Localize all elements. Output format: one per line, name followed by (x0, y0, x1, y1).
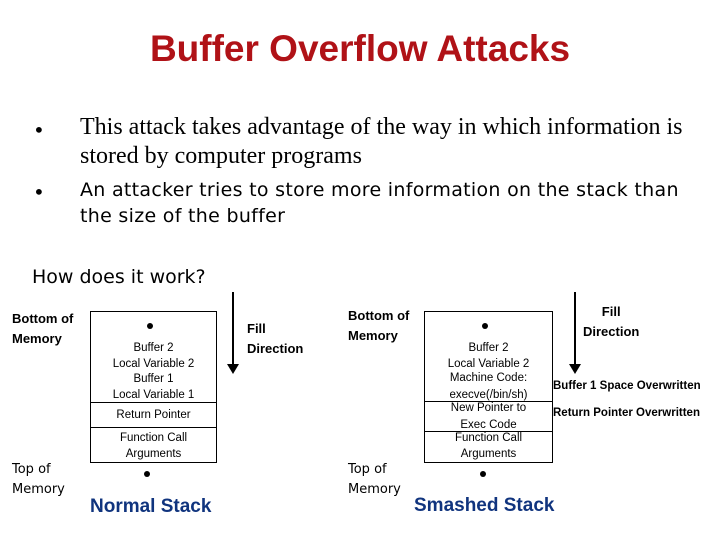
normal-cell-local-variable-2: Local Variable 2 (112, 358, 195, 370)
smashed-cell-arguments: Arguments (460, 448, 517, 460)
bullet-dot: • (33, 118, 45, 142)
normal-cell-return-pointer: Return Pointer (116, 409, 191, 421)
normal-fill-direction-label: Fill Direction (247, 319, 303, 359)
smashed-cell-buffer-2: Buffer 2 (468, 342, 509, 354)
label-line: Direction (583, 324, 640, 339)
normal-stack: Buffer 2 Local Variable 2 Buffer 1 Local… (90, 311, 217, 463)
bullet-dot: • (33, 180, 45, 204)
label-line: Top of (348, 462, 387, 477)
ellipsis-dot (482, 323, 488, 329)
ellipsis-dot (480, 471, 486, 477)
smashed-cell-function-call: Function Call (454, 432, 523, 444)
normal-cell-arguments: Arguments (125, 448, 182, 460)
smashed-bottom-of-memory-label: Bottom of Memory (348, 306, 409, 346)
arrow-down-icon-head (569, 364, 581, 374)
smashed-cell-exec-code: Exec Code (460, 419, 517, 431)
subheading: How does it work? (32, 266, 206, 288)
smashed-top-of-memory-label: Top of Memory (348, 460, 401, 500)
buffer-1-overwritten-note: Buffer 1 Space Overwritten (553, 380, 701, 392)
return-pointer-overwritten-note: Return Pointer Overwritten (553, 407, 700, 419)
stack-separator (425, 401, 552, 402)
arrow-down-icon (574, 292, 576, 366)
bullet-text-1: This attack takes advantage of the way i… (80, 114, 683, 169)
label-line: Memory (12, 331, 62, 346)
smashed-stack: Buffer 2 Local Variable 2 Machine Code: … (424, 311, 553, 463)
label-line: Memory (12, 482, 65, 497)
smashed-cell-machine-code: Machine Code: (449, 372, 528, 384)
normal-cell-function-call: Function Call (119, 432, 188, 444)
label-line: Bottom of (12, 311, 74, 326)
normal-cell-buffer-1: Buffer 1 (133, 373, 174, 385)
label-line: Direction (247, 341, 304, 356)
label-line: Memory (348, 328, 398, 343)
normal-stack-caption: Normal Stack (90, 496, 212, 517)
stack-separator (425, 431, 552, 432)
ellipsis-dot (147, 323, 153, 329)
stack-separator (91, 402, 216, 403)
smashed-cell-new-pointer: New Pointer to (450, 402, 527, 414)
smashed-fill-direction-label: Fill Direction (583, 302, 639, 342)
label-line: Top of (12, 462, 51, 477)
label-line: Fill (247, 321, 266, 336)
smashed-stack-caption: Smashed Stack (414, 495, 555, 516)
bullet-text-2: An attacker tries to store more informat… (80, 179, 679, 227)
slide-title: Buffer Overflow Attacks (149, 28, 571, 69)
label-line: Fill (601, 304, 621, 319)
ellipsis-dot (144, 471, 150, 477)
smashed-cell-execve: execve(/bin/sh) (449, 389, 528, 401)
normal-bottom-of-memory-label: Bottom of Memory (12, 309, 73, 349)
arrow-down-icon-head (227, 364, 239, 374)
label-line: Memory (348, 482, 401, 497)
smashed-cell-local-variable-2: Local Variable 2 (447, 358, 530, 370)
label-line: Bottom of (348, 308, 410, 323)
stack-separator (91, 427, 216, 428)
normal-cell-buffer-2: Buffer 2 (133, 342, 174, 354)
arrow-down-icon (232, 292, 234, 366)
normal-cell-local-variable-1: Local Variable 1 (112, 389, 195, 401)
normal-top-of-memory-label: Top of Memory (12, 460, 65, 500)
